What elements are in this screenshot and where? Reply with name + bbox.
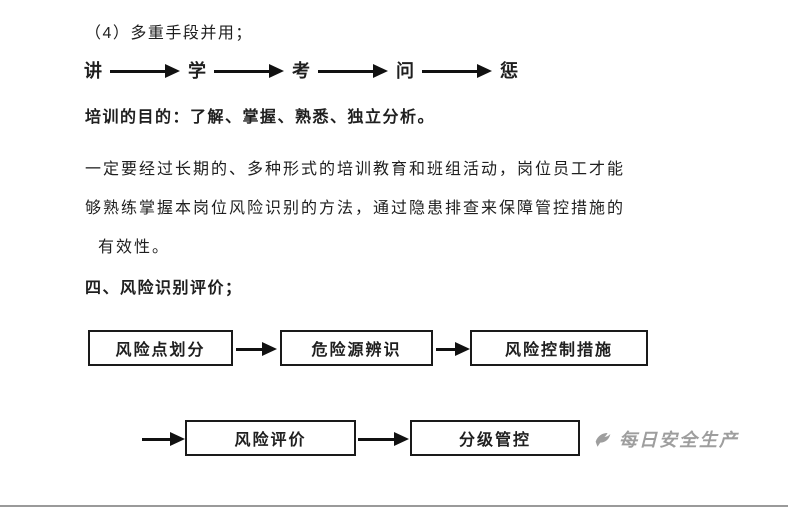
arrow-right-icon xyxy=(318,64,388,78)
arrow-right-icon xyxy=(436,342,470,356)
paragraph-line: 有效性。 xyxy=(98,239,171,256)
flow-box-risk-evaluation: 风险评价 xyxy=(185,420,356,456)
chain-term: 考 xyxy=(292,61,310,81)
method-chain: 讲 学 考 问 惩 xyxy=(84,60,518,82)
intro-line: （4）多重手段并用； xyxy=(85,25,253,42)
paragraph-line: 够熟练掌握本岗位风险识别的方法，通过隐患排查来保障管控措施的 xyxy=(85,200,626,217)
watermark: 每日安全生产 xyxy=(592,426,739,452)
arrow-right-icon xyxy=(236,342,277,356)
hand-logo-icon xyxy=(592,428,614,450)
flow-box-graded-control: 分级管控 xyxy=(410,420,580,456)
paragraph-line: 一定要经过长期的、多种形式的培训教育和班组活动，岗位员工才能 xyxy=(85,161,626,178)
flow-box-hazard-identification: 危险源辨识 xyxy=(280,330,433,366)
chain-term: 讲 xyxy=(84,61,102,81)
arrow-right-icon xyxy=(110,64,180,78)
flow-box-risk-point-division: 风险点划分 xyxy=(88,330,233,366)
chain-term: 惩 xyxy=(500,61,518,81)
section-heading: 四、风险识别评价； xyxy=(85,280,243,297)
arrow-right-icon xyxy=(422,64,492,78)
arrow-right-icon xyxy=(214,64,284,78)
flow-box-risk-control-measures: 风险控制措施 xyxy=(470,330,648,366)
purpose-line: 培训的目的：了解、掌握、熟悉、独立分析。 xyxy=(85,109,436,126)
chain-term: 学 xyxy=(188,61,206,81)
arrow-right-icon xyxy=(142,432,185,446)
page-bottom-rule xyxy=(0,505,788,507)
arrow-right-icon xyxy=(358,432,409,446)
chain-term: 问 xyxy=(396,61,414,81)
watermark-text: 每日安全生产 xyxy=(619,430,739,450)
body-paragraph: 一定要经过长期的、多种形式的培训教育和班组活动，岗位员工才能 够熟练掌握本岗位风… xyxy=(85,150,685,267)
